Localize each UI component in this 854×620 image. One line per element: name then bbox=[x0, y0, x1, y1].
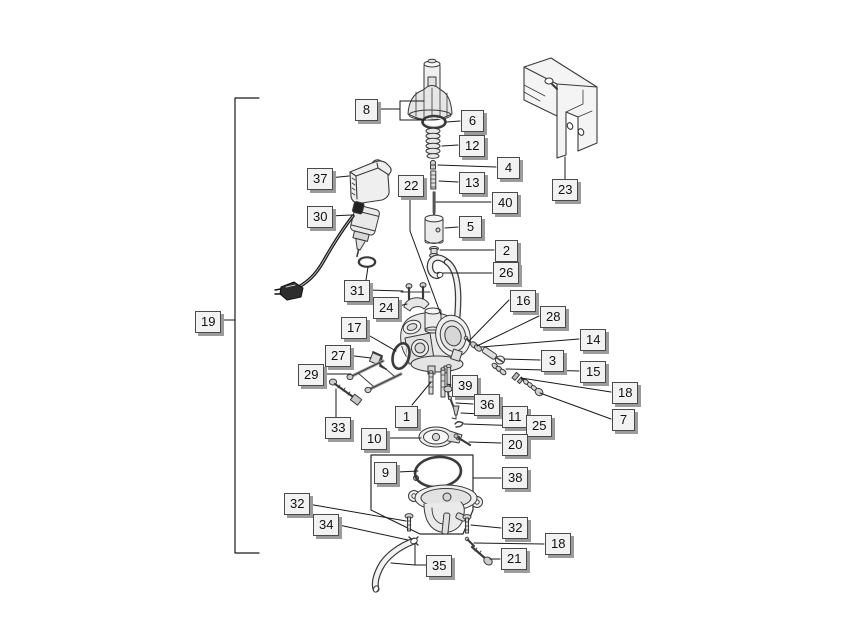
callout-2: 2 bbox=[495, 240, 518, 262]
callout-7: 7 bbox=[612, 409, 635, 431]
callout-34: 34 bbox=[313, 514, 340, 536]
group-bracket-19 bbox=[234, 97, 260, 554]
callout-3: 3 bbox=[541, 350, 564, 372]
callout-15: 15 bbox=[580, 361, 607, 383]
part-9-bowl-gasket bbox=[413, 455, 463, 489]
callout-14: 14 bbox=[580, 329, 607, 351]
callout-30: 30 bbox=[307, 206, 334, 228]
part-23-mounting-bracket bbox=[523, 57, 598, 159]
callout-33: 33 bbox=[325, 417, 352, 439]
callout-31: 31 bbox=[344, 280, 371, 302]
callout-8: 8 bbox=[355, 99, 378, 121]
callout-16: 16 bbox=[510, 290, 537, 312]
callout-35: 35 bbox=[426, 555, 453, 577]
callout-10: 10 bbox=[361, 428, 388, 450]
part-carburetor-body bbox=[400, 307, 471, 375]
kit-box-38 bbox=[370, 454, 474, 535]
callout-1: 1 bbox=[395, 406, 418, 428]
callout-4: 4 bbox=[497, 157, 520, 179]
part-40-jet-needle bbox=[432, 191, 436, 218]
part-float-bowl bbox=[408, 484, 483, 535]
part-31-screws bbox=[400, 282, 431, 301]
part-11-float-needle bbox=[451, 405, 460, 420]
part-12-spring bbox=[425, 127, 441, 159]
callout-23: 23 bbox=[552, 179, 579, 201]
part-33-screw bbox=[328, 378, 363, 406]
part-18-clip-lower bbox=[464, 536, 475, 547]
callout-32-left: 32 bbox=[284, 493, 311, 515]
callout-13: 13 bbox=[459, 172, 486, 194]
part-20-hinge-pin bbox=[453, 433, 472, 447]
part-35-drain-hose bbox=[371, 537, 418, 593]
part-25-clip bbox=[454, 421, 464, 428]
callout-40: 40 bbox=[492, 192, 519, 214]
part-29-link-screws bbox=[346, 359, 403, 394]
callout-9: 9 bbox=[374, 462, 397, 484]
part-28-washer-spring bbox=[470, 341, 482, 352]
part-30-solenoid-valve bbox=[350, 201, 380, 268]
callout-21: 21 bbox=[501, 548, 528, 570]
callout-27: 27 bbox=[325, 345, 352, 367]
callout-38: 38 bbox=[502, 467, 529, 489]
part-39-screws bbox=[443, 364, 453, 400]
part-8-cap bbox=[407, 76, 453, 121]
part-6-oring bbox=[421, 114, 447, 130]
part-17-flange-gasket bbox=[391, 342, 411, 370]
part-1-studs bbox=[428, 367, 446, 398]
part-30-wire bbox=[274, 214, 355, 301]
part-4-needle-clip bbox=[429, 159, 437, 170]
callout-18-drain: 18 bbox=[545, 533, 572, 555]
callout-29: 29 bbox=[298, 364, 325, 386]
callout-17: 17 bbox=[341, 317, 368, 339]
callout-26: 26 bbox=[493, 262, 520, 284]
part-37-rubber-boot bbox=[349, 159, 392, 204]
part-5-throttle-slide bbox=[424, 214, 444, 244]
callout-12: 12 bbox=[459, 135, 486, 157]
callout-39: 39 bbox=[452, 375, 479, 397]
part-3-jet bbox=[481, 346, 506, 365]
part-32-screw-left bbox=[404, 513, 414, 532]
callout-36: 36 bbox=[474, 394, 501, 416]
part-32-screw-right bbox=[462, 514, 472, 534]
callout-5: 5 bbox=[459, 216, 482, 238]
callout-37: 37 bbox=[307, 168, 334, 190]
part-13-needle-top bbox=[430, 170, 437, 190]
callout-22: 22 bbox=[398, 175, 425, 197]
callout-20: 20 bbox=[502, 434, 529, 456]
callout-32-right: 32 bbox=[502, 517, 529, 539]
callout-28: 28 bbox=[540, 306, 567, 328]
part-15-spring bbox=[491, 362, 507, 376]
part-24-cable-clamp bbox=[403, 297, 430, 312]
callout-6: 6 bbox=[461, 110, 484, 132]
callout-19: 19 bbox=[195, 311, 222, 333]
callout-18-jet: 18 bbox=[612, 382, 639, 404]
callout-24: 24 bbox=[373, 297, 400, 319]
callout-11: 11 bbox=[502, 406, 528, 428]
callout-25: 25 bbox=[526, 415, 553, 437]
part-21-drain-screw bbox=[470, 545, 493, 566]
leader-lines bbox=[213, 100, 612, 566]
